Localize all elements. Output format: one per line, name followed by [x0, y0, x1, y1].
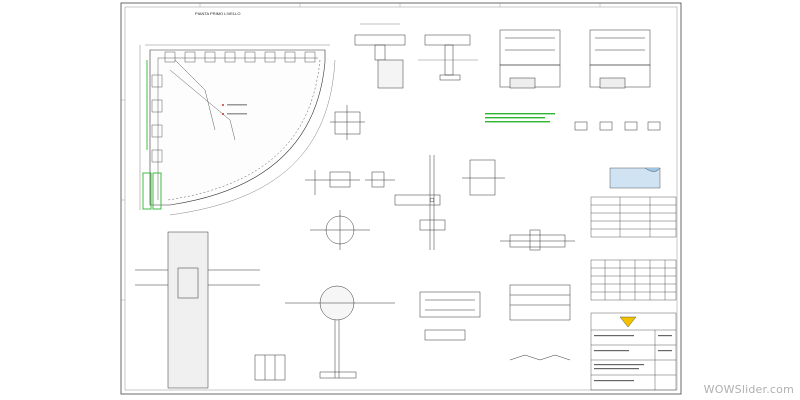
water-table-detail [609, 167, 661, 189]
detail-mid-2 [305, 170, 360, 195]
plan-title: PIANTA PRIMO LIVELLO [195, 11, 241, 16]
plan-green-members [142, 60, 162, 210]
round-column-plan [310, 210, 370, 250]
detail-top-2 [418, 34, 478, 81]
detail-top-4 [589, 29, 651, 89]
title-block-text-lines [594, 335, 672, 382]
detail-mid-3 [365, 171, 395, 188]
title-block-table [590, 196, 677, 391]
beam-detail-bottom-2 [509, 284, 571, 361]
small-column-detail [254, 354, 286, 381]
green-notes [485, 113, 555, 123]
detail-column-tall [394, 155, 446, 250]
plan-legend-marks [222, 104, 247, 115]
floor-plan [139, 44, 336, 216]
round-column-section [285, 285, 395, 379]
detail-beam-right [500, 229, 575, 251]
detail-top-3 [499, 29, 561, 89]
small-sections-right [574, 121, 661, 131]
column-section-hatched [135, 231, 260, 389]
wowslider-watermark[interactable]: WOWSlider.com [703, 383, 794, 396]
detail-top-1 [354, 23, 406, 89]
detail-mid-4 [462, 159, 505, 196]
detail-mid-1 [330, 105, 365, 140]
company-logo [619, 316, 637, 328]
beam-detail-bottom-1 [419, 291, 481, 341]
border-ticks [121, 3, 601, 301]
sheet-inner-border [124, 6, 678, 391]
